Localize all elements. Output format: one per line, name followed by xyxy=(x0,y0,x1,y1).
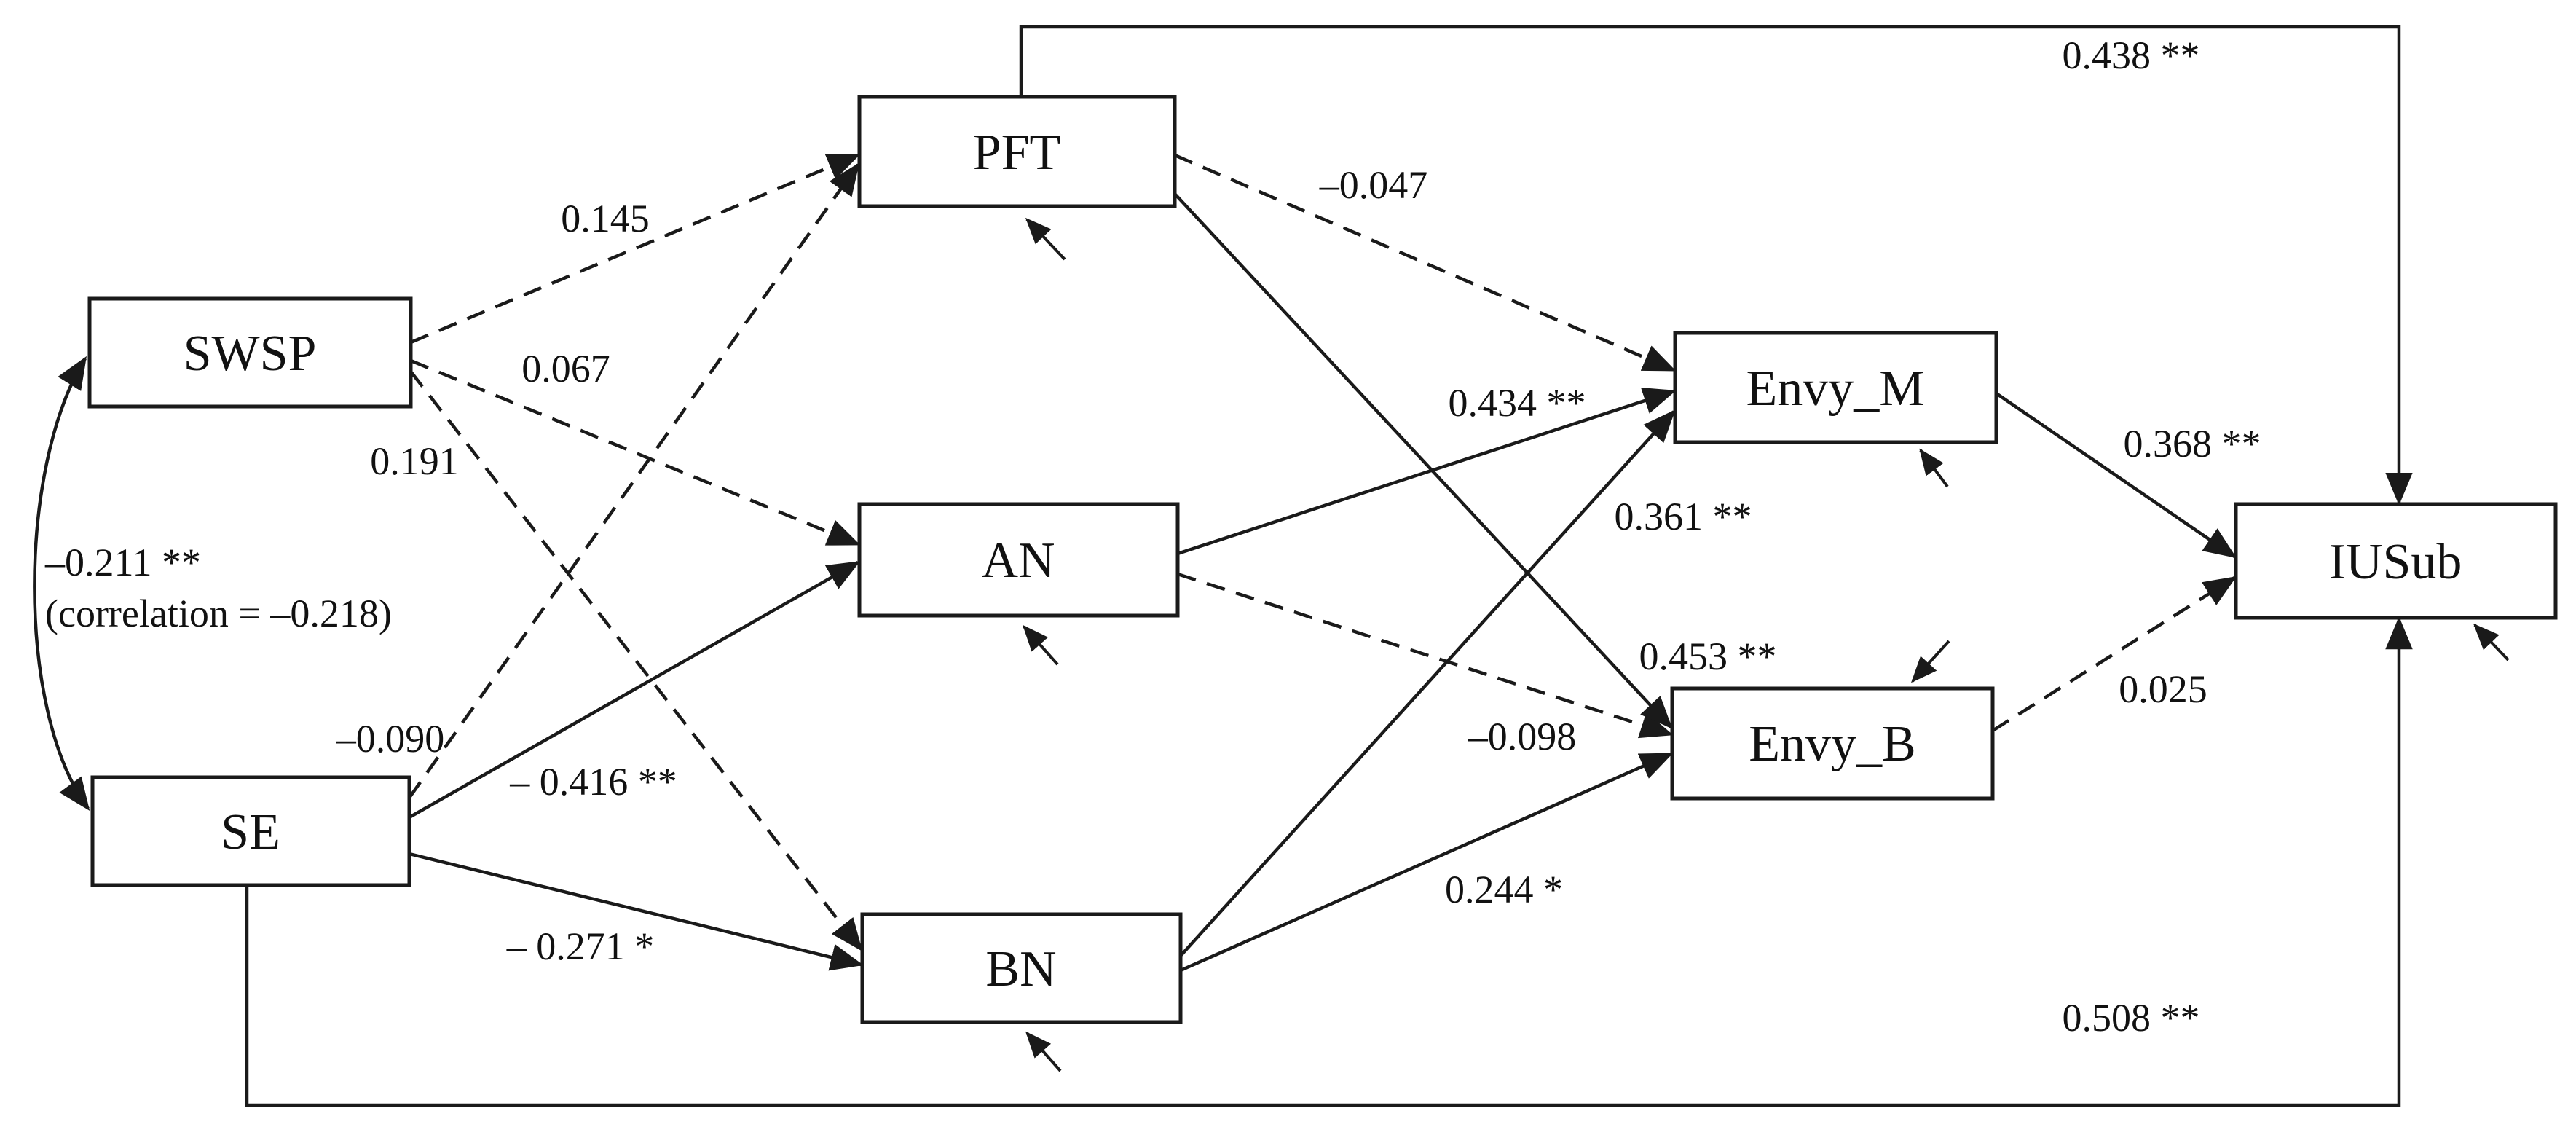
node-bn-label: BN xyxy=(985,941,1056,997)
coef-swsp-pft: 0.145 xyxy=(561,197,650,240)
node-se-label: SE xyxy=(221,804,280,860)
path-se-to-pft-dashed xyxy=(408,162,860,799)
coefficient-labels-layer: 0.145 0.067 0.191 –0.090 – 0.416 ** – 0.… xyxy=(44,34,2261,1040)
path-bn-to-envyb-solid xyxy=(1180,752,1674,973)
coef-se-an: – 0.416 ** xyxy=(509,760,677,804)
residual-arrow-an xyxy=(1023,624,1059,666)
path-se-to-bn-solid xyxy=(409,852,864,971)
node-swsp xyxy=(87,296,413,409)
path-se-to-an-solid xyxy=(408,561,861,819)
coef-pft-iusub: 0.438 ** xyxy=(2063,34,2200,77)
path-bn-to-envym-solid xyxy=(1179,409,1676,957)
coef-se-iusub: 0.508 ** xyxy=(2063,996,2200,1040)
coef-se-bn: – 0.271 * xyxy=(506,924,655,968)
coef-envyb-iusub: 0.025 xyxy=(2119,667,2207,711)
residual-arrow-bn xyxy=(1025,1031,1062,1072)
node-an-label: AN xyxy=(981,533,1055,589)
path-envyb-to-iusub-dashed xyxy=(1991,576,2237,732)
node-envy-b-label: Envy_B xyxy=(1749,716,1915,772)
path-swsp-to-bn-dashed xyxy=(409,370,863,951)
coef-an-envym: 0.434 ** xyxy=(1449,381,1586,425)
path-pft-to-iusub-elbow-top xyxy=(1019,25,2413,506)
path-swsp-se-covariance-curve xyxy=(33,356,90,812)
node-swsp-label: SWSP xyxy=(184,326,317,382)
node-iusub xyxy=(2234,502,2558,620)
node-pft xyxy=(857,95,1177,208)
path-an-to-envyb-dashed xyxy=(1177,572,1674,739)
node-envy-b xyxy=(1670,686,1995,801)
node-se xyxy=(90,775,411,887)
residual-arrow-envyb xyxy=(1910,640,1950,683)
coef-bn-envyb: 0.244 * xyxy=(1445,868,1563,911)
coef-swsp-bn: 0.191 xyxy=(370,439,459,483)
coef-pft-envyb: 0.453 ** xyxy=(1639,635,1777,678)
residual-arrow-envym xyxy=(1919,448,1949,488)
coef-pft-envym: –0.047 xyxy=(1319,163,1428,207)
node-envy-m-label: Envy_M xyxy=(1746,361,1925,417)
path-pft-to-envyb-solid xyxy=(1173,192,1673,729)
path-se-to-iusub-elbow-bottom xyxy=(245,616,2413,1107)
node-iusub-label: IUSub xyxy=(2329,534,2462,590)
residual-arrow-pft xyxy=(1025,217,1066,261)
nodes-layer: SWSP SE PFT AN BN Envy_M Envy_B IUSub xyxy=(87,95,2558,1024)
path-envym-to-iusub-solid xyxy=(1995,392,2237,559)
coef-bn-envym: 0.361 ** xyxy=(1615,495,1752,538)
paths-layer xyxy=(33,25,2510,1107)
coef-an-envyb: –0.098 xyxy=(1468,715,1577,758)
node-bn xyxy=(860,912,1183,1024)
path-swsp-to-an-dashed xyxy=(410,358,861,546)
residual-arrow-iusub xyxy=(2473,623,2510,661)
coef-swsp-se-covariance-note: (correlation = –0.218) xyxy=(45,592,392,635)
coef-swsp-se-covariance: –0.211 ** xyxy=(44,541,201,584)
node-an xyxy=(857,502,1180,618)
path-an-to-envym-solid xyxy=(1177,388,1677,556)
coef-envym-iusub: 0.368 ** xyxy=(2124,422,2261,466)
coef-swsp-an: 0.067 xyxy=(521,347,610,390)
path-swsp-to-pft-dashed xyxy=(410,153,861,345)
coef-se-pft: –0.090 xyxy=(336,717,445,761)
node-pft-label: PFT xyxy=(973,125,1061,181)
node-envy-m xyxy=(1673,331,1998,444)
